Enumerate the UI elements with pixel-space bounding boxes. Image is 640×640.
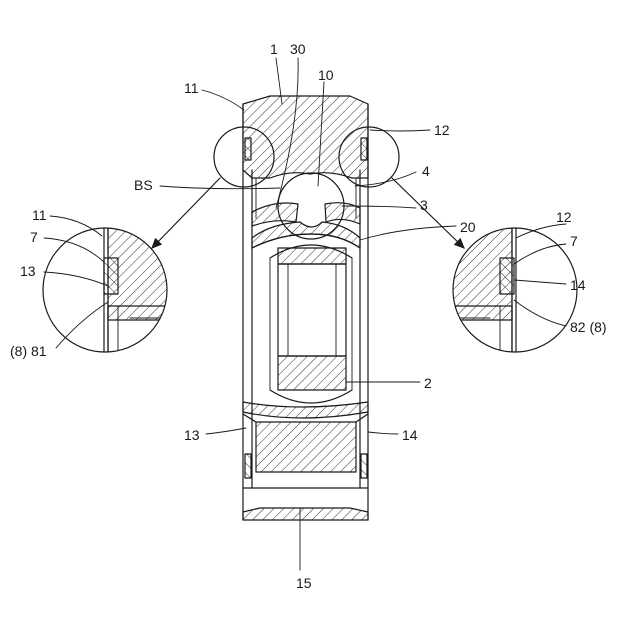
inner-core [252, 234, 360, 403]
lower-housing [243, 414, 368, 520]
detail-right-label-12: 12 [556, 209, 572, 225]
detail-left-label-11: 11 [32, 207, 47, 223]
label-11: 11 [184, 80, 199, 96]
inner-race [252, 222, 360, 248]
detail-left-label-13: 13 [20, 263, 36, 279]
label-10: 10 [318, 67, 334, 83]
label-15: 15 [296, 575, 312, 591]
seal-top-right [361, 138, 367, 160]
label-14: 14 [402, 427, 418, 443]
detail-left-label-81: (8) 81 [10, 343, 47, 359]
seal-top-left [245, 138, 251, 160]
detail-right-label-14: 14 [570, 277, 586, 293]
detail-view-right [450, 228, 577, 360]
label-3: 3 [420, 197, 428, 213]
label-BS: BS [134, 177, 153, 193]
arrow-to-right-detail [392, 178, 464, 248]
detail-left-label-7: 7 [30, 229, 38, 245]
label-20: 20 [460, 219, 476, 235]
label-2: 2 [424, 375, 432, 391]
label-13: 13 [184, 427, 200, 443]
label-4: 4 [422, 163, 430, 179]
lower-race [243, 402, 368, 418]
outer-ring [243, 96, 368, 178]
label-1: 1 [270, 41, 278, 57]
detail-right-label-82: 82 (8) [570, 319, 607, 335]
detail-right-label-7: 7 [570, 233, 578, 249]
detail-view-left [43, 228, 170, 360]
label-30: 30 [290, 41, 306, 57]
label-12: 12 [434, 122, 450, 138]
